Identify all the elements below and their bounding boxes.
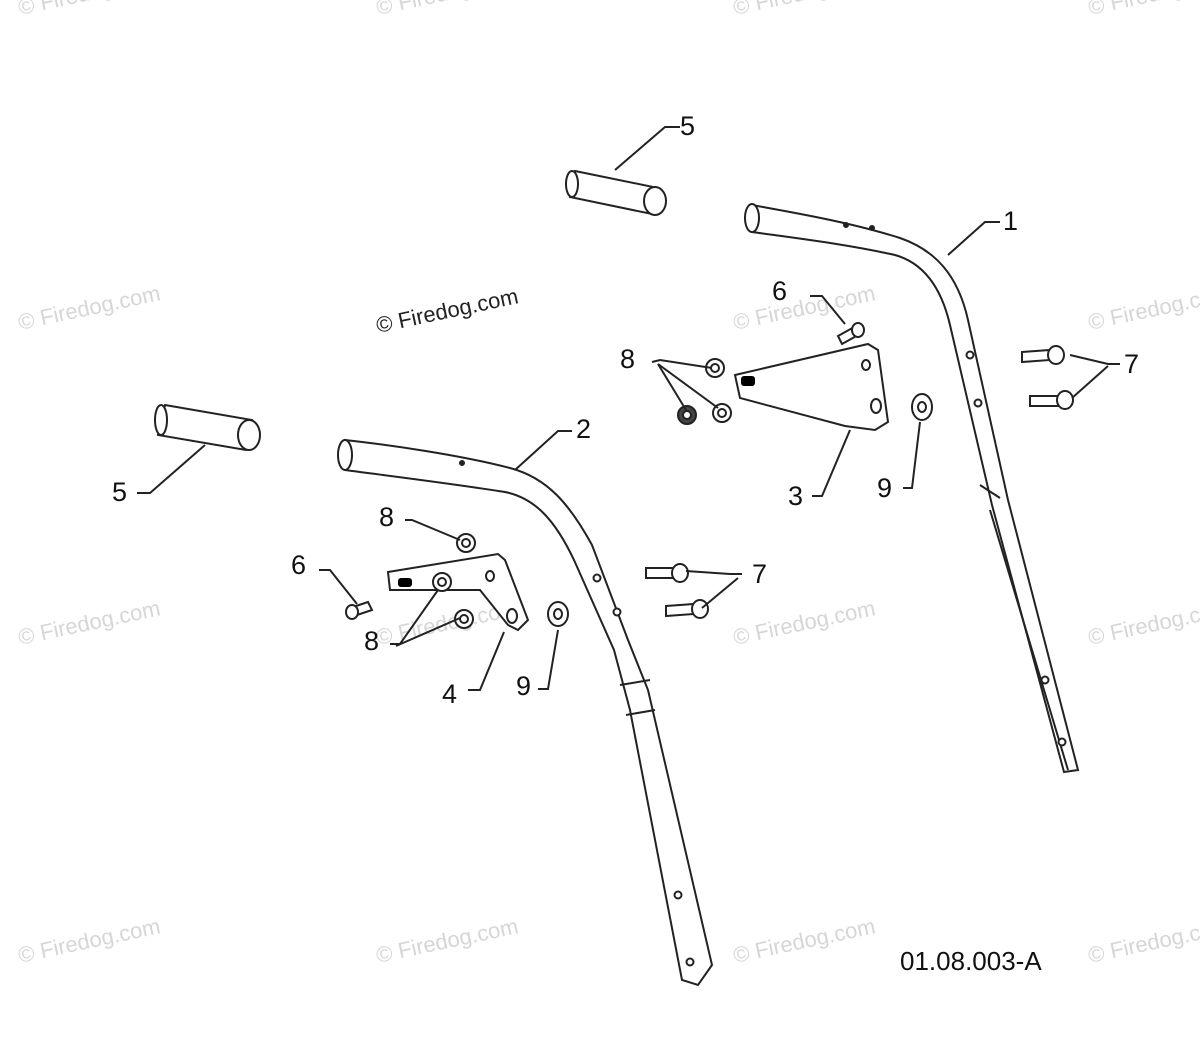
handle-left	[337, 438, 714, 987]
carriage-bolt	[1021, 345, 1065, 365]
callout-nut: 8	[379, 502, 394, 532]
callout-bracket-left: 4	[442, 679, 457, 709]
watermark-text: © Firedog.com	[1086, 280, 1200, 335]
carriage-bolt	[645, 563, 689, 583]
carriage-bolt	[665, 599, 709, 619]
grip-upper	[565, 169, 667, 216]
bracket-left	[386, 552, 530, 632]
nut	[677, 405, 697, 425]
handle-right	[744, 203, 1080, 774]
nut	[432, 572, 452, 592]
watermark-text: © Firedog.com	[16, 913, 163, 968]
callout-handle-right: 1	[1003, 206, 1018, 236]
watermark-text: © Firedog.com	[374, 283, 521, 338]
callout-nut: 8	[620, 344, 635, 374]
callout-labels: 5 1 6 8 7 3 9 2 5 8 6 8 4 7 9	[112, 111, 1139, 709]
washer	[911, 393, 933, 421]
washer	[547, 601, 569, 627]
callout-washer: 9	[516, 671, 531, 701]
carriage-bolt	[1029, 390, 1074, 410]
callout-bolt: 6	[291, 550, 306, 580]
bolt-right	[836, 322, 865, 346]
callout-grip: 5	[680, 111, 695, 141]
watermark-text: © Firedog.com	[1086, 0, 1200, 20]
watermark-text: © Firedog.com	[374, 0, 521, 20]
callout-washer: 9	[877, 473, 892, 503]
callout-nut: 8	[364, 626, 379, 656]
watermark-text: © Firedog.com	[731, 595, 878, 650]
watermark-text: © Firedog.com	[1086, 595, 1200, 650]
grip-lower	[154, 403, 261, 452]
nut	[456, 533, 476, 553]
watermark-text: © Firedog.com	[16, 0, 163, 20]
watermark-text: © Firedog.com	[731, 913, 878, 968]
callout-carriage-bolt: 7	[752, 559, 767, 589]
nut	[454, 609, 474, 629]
callout-carriage-bolt: 7	[1124, 349, 1139, 379]
callout-bracket-right: 3	[788, 481, 803, 511]
watermark-text: © Firedog.com	[1086, 913, 1200, 968]
bolt-left	[345, 600, 374, 620]
diagram-code: 01.08.003-A	[900, 946, 1042, 976]
watermark-text: © Firedog.com	[16, 595, 163, 650]
callout-grip: 5	[112, 477, 127, 507]
watermark-text: © Firedog.com	[731, 0, 878, 20]
watermark-layer: © Firedog.com © Firedog.com © Firedog.co…	[16, 0, 1200, 968]
callout-bolt: 6	[772, 276, 787, 306]
callout-handle-left: 2	[576, 414, 591, 444]
leader-lines	[137, 126, 1120, 691]
bracket-right	[733, 342, 890, 432]
watermark-text: © Firedog.com	[16, 280, 163, 335]
watermark-text: © Firedog.com	[374, 913, 521, 968]
